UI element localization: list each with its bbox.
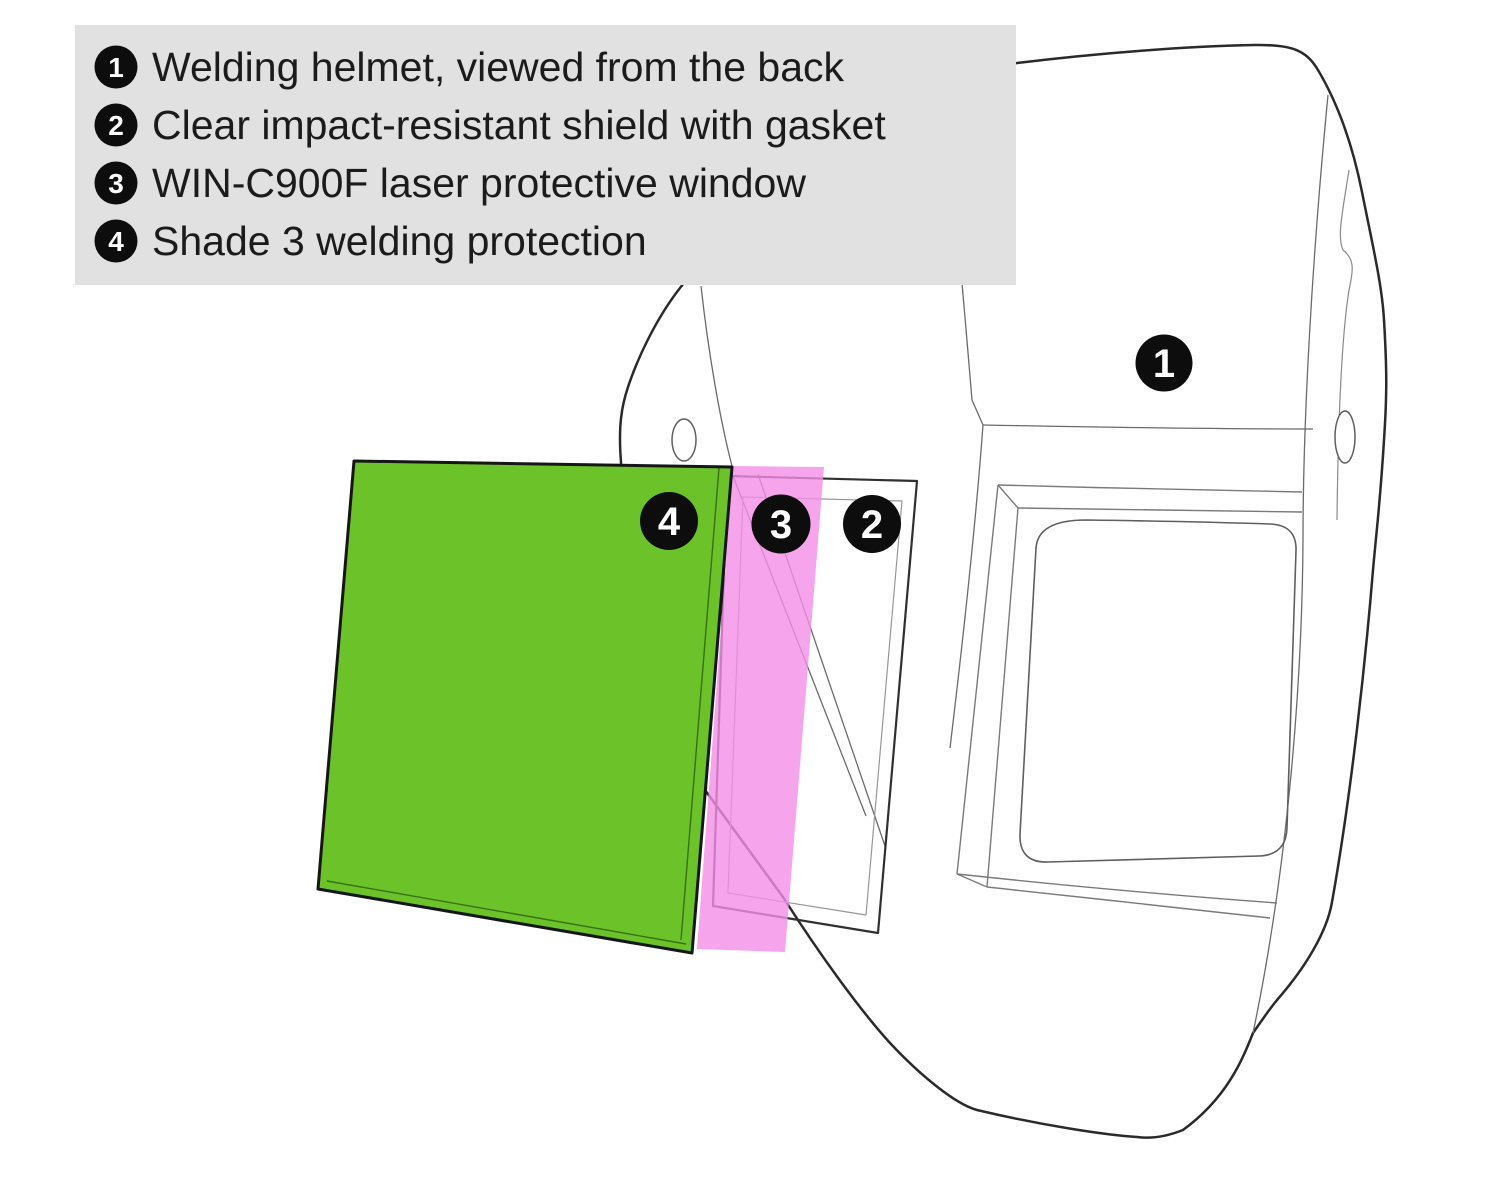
callout-badge-3: 3 bbox=[751, 494, 811, 554]
badge-3-number: 3 bbox=[770, 503, 792, 547]
shade3-plate-edge-right bbox=[680, 467, 720, 941]
legend-background bbox=[75, 25, 1016, 285]
visor-frame bbox=[956, 484, 1303, 919]
legend-badge-4-number: 4 bbox=[108, 226, 124, 257]
visor-frame-bevel-bottomleft bbox=[956, 873, 988, 888]
callout-badge-4: 4 bbox=[640, 492, 698, 550]
legend: 1 Welding helmet, viewed from the back 2… bbox=[75, 25, 1016, 285]
badge-2-number: 2 bbox=[861, 503, 883, 547]
visor-frame-inner-bottom bbox=[986, 886, 1271, 919]
legend-row-3: 3 WIN-C900F laser protective window bbox=[94, 160, 806, 206]
interior-fold-lower bbox=[949, 424, 984, 749]
legend-badge-3-circle bbox=[94, 161, 138, 205]
laser-window-plate bbox=[697, 466, 824, 952]
legend-label-4: Shade 3 welding protection bbox=[152, 218, 647, 264]
right-band-inner-line bbox=[1252, 94, 1329, 1034]
legend-badge-2-circle bbox=[94, 103, 138, 147]
visor-window bbox=[1019, 519, 1297, 863]
visor-frame-outer-top bbox=[997, 484, 1303, 493]
helmet-outer-shell bbox=[618, 43, 1388, 1139]
legend-badge-2-number: 2 bbox=[108, 110, 124, 141]
legend-badge-1-number: 1 bbox=[108, 52, 124, 83]
visor-frame-bevel-topleft bbox=[997, 484, 1019, 509]
left-mount-hole bbox=[671, 418, 697, 462]
interior-fold-horizontal bbox=[982, 424, 1314, 430]
badge-4-circle bbox=[640, 492, 698, 550]
legend-row-4: 4 Shade 3 welding protection bbox=[94, 218, 647, 264]
visor-frame-outer-left bbox=[956, 484, 999, 875]
callout-badge-2: 2 bbox=[843, 495, 901, 553]
shade3-plate bbox=[316, 459, 734, 955]
shade3-plate-face bbox=[316, 459, 734, 955]
legend-label-2: Clear impact-resistant shield with gaske… bbox=[152, 102, 886, 148]
visor-frame-inner-left bbox=[986, 507, 1019, 888]
legend-badge-4-circle bbox=[94, 219, 138, 263]
legend-badge-1-circle bbox=[94, 45, 138, 89]
visor-frame-outer-bottom bbox=[956, 873, 1278, 904]
legend-label-3: WIN-C900F laser protective window bbox=[152, 160, 806, 206]
badge-2-circle bbox=[843, 495, 901, 553]
left-band-inner-line bbox=[700, 285, 733, 467]
badge-4-number: 4 bbox=[658, 500, 681, 544]
shade3-plate-edge-bottom bbox=[326, 880, 687, 945]
badge-1-number: 1 bbox=[1153, 342, 1175, 386]
legend-row-1: 1 Welding helmet, viewed from the back bbox=[94, 44, 845, 90]
legend-badge-3-number: 3 bbox=[108, 168, 124, 199]
right-mount-hole bbox=[1334, 410, 1356, 464]
legend-row-2: 2 Clear impact-resistant shield with gas… bbox=[94, 102, 886, 148]
badge-1-circle bbox=[1135, 334, 1193, 392]
helmet-drawing bbox=[618, 43, 1388, 1139]
visor-frame-inner-top bbox=[1017, 507, 1303, 513]
legend-label-1: Welding helmet, viewed from the back bbox=[152, 44, 845, 90]
callout-badge-1: 1 bbox=[1135, 334, 1193, 392]
badge-3-circle bbox=[751, 494, 811, 554]
